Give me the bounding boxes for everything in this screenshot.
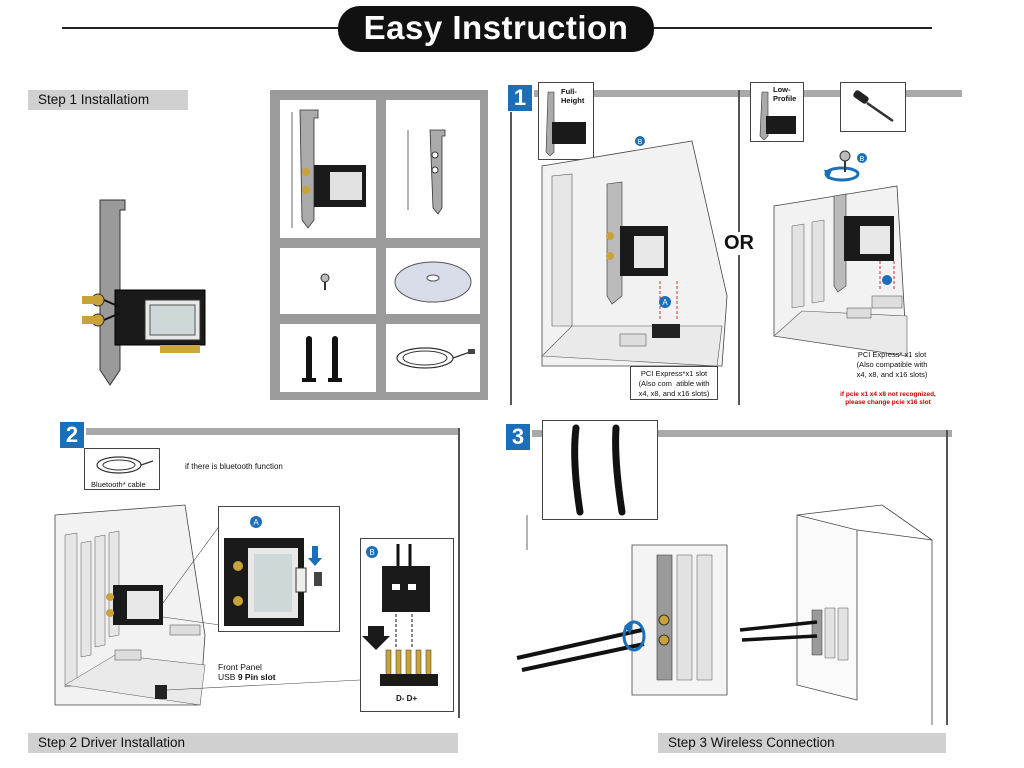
bluetooth-cable-box: Bluetooth* cable: [84, 448, 160, 490]
down-arrow-icon: [308, 546, 322, 566]
panel-3-drawings: [512, 510, 952, 725]
pin-label: D- D+: [396, 694, 417, 703]
step-2-label: Step 2 Driver Installation: [28, 733, 458, 753]
panel-3-number: 3: [506, 424, 530, 450]
antenna-icon: [542, 420, 658, 520]
panel-2-top-frame: [86, 428, 460, 435]
warning-text: if pcie x1 x4 x8 not recognized, please …: [818, 391, 958, 407]
panel-2-number: 2: [60, 422, 84, 448]
front-panel-text: Front Panel: [218, 662, 276, 672]
marker-a-left: A: [662, 298, 668, 307]
detail-marker-b: B: [369, 548, 374, 557]
bluetooth-cable-label: Bluetooth* cable: [91, 480, 146, 489]
cable-icon: [91, 453, 155, 477]
usb-bold: 9 Pin slot: [238, 672, 276, 682]
page-title: Easy Instruction: [338, 6, 654, 52]
wifi-card-illustration: [70, 195, 210, 395]
step-1-label: Step 1 Installatiom: [28, 90, 188, 110]
marker-b-right: B: [860, 156, 865, 163]
detail-a-drawing: A: [218, 506, 340, 632]
detail-b-drawing: B: [360, 538, 454, 712]
bluetooth-note: if there is bluetooth function: [185, 462, 283, 471]
slot-text-left-box: PCI Express*x1 slot (Also com atible wit…: [630, 366, 718, 400]
slot-text-right: PCI Express* x1 slot (Also compatible wi…: [842, 350, 942, 380]
usb-slot-text: USB 9 Pin slot: [218, 672, 276, 682]
marker-b-left: B: [638, 139, 643, 146]
rotate-arrow-icon: [824, 168, 858, 180]
detail-marker-a: A: [253, 518, 259, 527]
contents-drawings: [270, 90, 488, 400]
title-rule-right: [654, 27, 932, 29]
slot-text-left: PCI Express*x1 slot (Also com atible wit…: [631, 367, 717, 399]
title-rule-left: [62, 27, 340, 29]
panel-2-right-frame: [458, 428, 460, 718]
or-label: OR: [722, 232, 756, 255]
front-panel-label: Front Panel USB 9 Pin slot: [218, 662, 276, 682]
step-3-label: Step 3 Wireless Connection: [658, 733, 946, 753]
usb-prefix: USB: [218, 672, 238, 682]
